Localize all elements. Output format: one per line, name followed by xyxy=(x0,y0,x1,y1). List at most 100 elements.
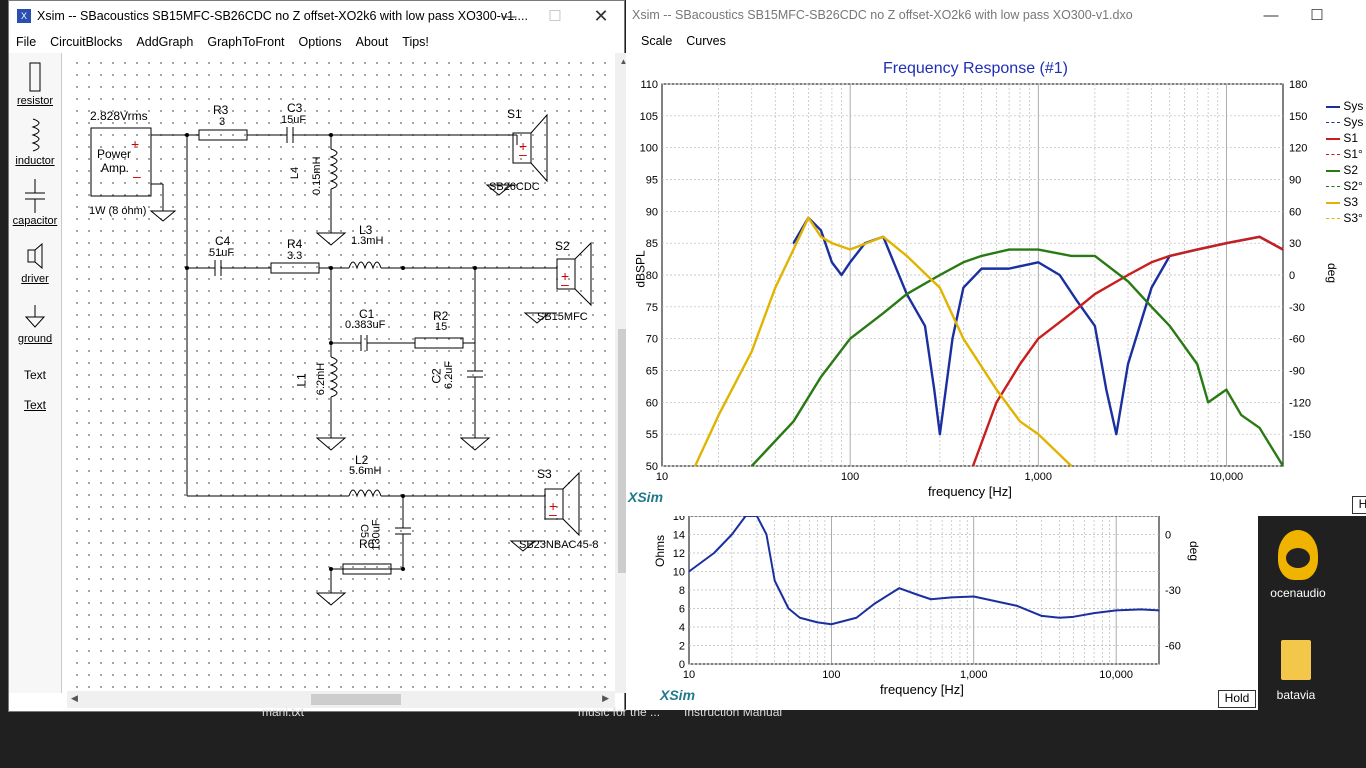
desktop-icon-ocenaudio[interactable]: ocenaudio xyxy=(1258,530,1338,600)
menu-scale[interactable]: Scale xyxy=(641,33,673,48)
label-c1: C1 xyxy=(359,307,375,321)
data-point-sys xyxy=(1037,261,1040,264)
label-s3-name: SB23NBAC45-8 xyxy=(519,539,599,551)
desktop-label-mani: mani.txt xyxy=(262,705,305,719)
y-tick-label: 12 xyxy=(673,548,685,560)
label-s1-name: SB26CDC xyxy=(489,181,540,193)
data-point-s2 xyxy=(1196,363,1199,365)
legend-s1: S1 xyxy=(1326,130,1363,146)
data-point-s1 xyxy=(1037,337,1040,340)
label-c1-value: 0.383uF xyxy=(345,319,386,331)
data-point-s1 xyxy=(1258,236,1261,238)
label-r6: R6 xyxy=(359,537,375,551)
vertical-scroll-thumb[interactable] xyxy=(618,329,628,573)
palette-text-1[interactable]: Text xyxy=(23,368,46,382)
plot-area xyxy=(688,515,1160,665)
graph-minimize-button[interactable]: — xyxy=(1263,6,1279,24)
scroll-up-arrow[interactable]: ▲ xyxy=(619,57,628,66)
y2-tick-label: -30 xyxy=(1289,302,1305,314)
graph-titlebar[interactable]: Xsim -- SBacoustics SB15MFC-SB26CDC no Z… xyxy=(626,0,1366,30)
data-point-sys xyxy=(849,261,851,264)
label-l2: L2 xyxy=(355,453,369,467)
frequency-response-chart: 50556065707580859095100105110-150-120-90… xyxy=(640,79,1311,483)
legend-s2-phase-label: S2° xyxy=(1343,179,1363,193)
data-point-z xyxy=(1015,604,1018,607)
data-point-s1 xyxy=(1127,274,1129,276)
data-point-s2 xyxy=(962,261,965,264)
xsim-app-icon: X xyxy=(17,9,31,23)
y-tick-label: 60 xyxy=(646,397,658,409)
menu-curves[interactable]: Curves xyxy=(686,33,726,48)
data-point-s1 xyxy=(995,401,998,404)
y2-tick-label: 0 xyxy=(1289,270,1295,282)
menu-file[interactable]: File xyxy=(16,34,37,49)
graph-hold-button[interactable]: H xyxy=(1352,496,1366,514)
scroll-right-arrow[interactable]: ▶ xyxy=(602,693,609,703)
circuit-titlebar[interactable]: X Xsim -- SBacoustics SB15MFC-SB26CDC no… xyxy=(9,1,624,31)
palette-driver[interactable]: driver xyxy=(9,241,61,285)
data-point-sys xyxy=(1094,325,1096,327)
data-point-sys xyxy=(939,433,941,435)
menu-circuitblocks[interactable]: CircuitBlocks xyxy=(50,34,123,49)
label-c4: C4 xyxy=(215,234,231,248)
data-point-s2 xyxy=(1258,427,1261,429)
data-point-s2 xyxy=(849,337,851,340)
fr-ylabel: dBSPL xyxy=(633,250,648,288)
palette-capacitor[interactable]: capacitor xyxy=(9,177,61,227)
horizontal-scrollbar[interactable]: ◀ ▶ xyxy=(67,691,615,708)
data-point-s2 xyxy=(1207,401,1209,404)
data-point-z xyxy=(765,533,768,536)
data-point-s3 xyxy=(831,242,833,244)
capacitor-icon xyxy=(25,179,45,213)
minimize-button[interactable]: — xyxy=(501,7,517,25)
series-line-z xyxy=(688,515,1160,626)
circuit-window-title: Xsim -- SBacoustics SB15MFC-SB26CDC no Z… xyxy=(37,9,528,23)
xsim-logo-lower: XSim xyxy=(660,687,696,703)
menu-tips[interactable]: Tips! xyxy=(402,34,429,49)
data-point-s1 xyxy=(972,465,974,467)
label-c4-value: 51uF xyxy=(209,247,235,259)
menu-graphtofront[interactable]: GraphToFront xyxy=(207,34,285,49)
y-tick-label: 90 xyxy=(646,206,658,218)
circuit-menubar: File CircuitBlocks AddGraph GraphToFront… xyxy=(9,31,624,52)
palette-resistor[interactable]: resistor xyxy=(9,59,61,107)
menu-options[interactable]: Options xyxy=(298,34,342,49)
data-point-s1 xyxy=(1168,255,1171,257)
data-point-sys xyxy=(924,325,926,327)
hold-button[interactable]: Hold xyxy=(1218,690,1256,708)
menu-about[interactable]: About xyxy=(355,34,389,49)
data-point-s3 xyxy=(939,286,941,289)
palette-text-2[interactable]: Text xyxy=(23,398,46,412)
data-point-s2 xyxy=(1225,388,1228,391)
data-point-s2 xyxy=(1070,255,1073,257)
speaker-icon xyxy=(27,242,43,270)
graph-maximize-button[interactable]: ☐ xyxy=(1310,7,1324,24)
horizontal-scroll-thumb[interactable] xyxy=(311,694,401,705)
data-point-sys xyxy=(1058,274,1061,276)
graph-window: Xsim -- SBacoustics SB15MFC-SB26CDC no Z… xyxy=(626,0,1366,516)
maximize-button[interactable]: ☐ xyxy=(548,8,562,25)
desktop-icon-batavia[interactable]: batavia xyxy=(1256,640,1336,702)
schematic-canvas[interactable]: +– +– +– +– 2.828Vrms Power Amp. 1W (8 o… xyxy=(67,53,613,693)
data-point-s2 xyxy=(939,274,941,276)
x-tick-label: 100 xyxy=(841,471,859,483)
svg-text:+: + xyxy=(519,138,527,154)
data-point-s2 xyxy=(1008,248,1010,251)
data-point-s3 xyxy=(995,388,998,391)
close-button[interactable]: ✕ xyxy=(593,5,609,26)
palette-inductor[interactable]: inductor xyxy=(9,117,61,167)
y2-tick-label: 150 xyxy=(1289,111,1307,123)
palette-ground[interactable]: ground xyxy=(9,303,61,345)
data-point-sys xyxy=(980,267,983,270)
data-point-s3 xyxy=(1019,420,1021,423)
inductor-icon xyxy=(31,118,40,152)
graph-window-title: Xsim -- SBacoustics SB15MFC-SB26CDC no Z… xyxy=(632,8,1133,22)
scroll-left-arrow[interactable]: ◀ xyxy=(71,693,78,703)
y2-tick-label: -30 xyxy=(1165,585,1181,597)
fr-xlabel: frequency [Hz] xyxy=(928,484,1012,499)
label-s2: S2 xyxy=(555,239,570,253)
menu-addgraph[interactable]: AddGraph xyxy=(136,34,194,49)
data-point-z xyxy=(873,603,876,605)
legend-s3-phase: S3° xyxy=(1326,210,1363,226)
